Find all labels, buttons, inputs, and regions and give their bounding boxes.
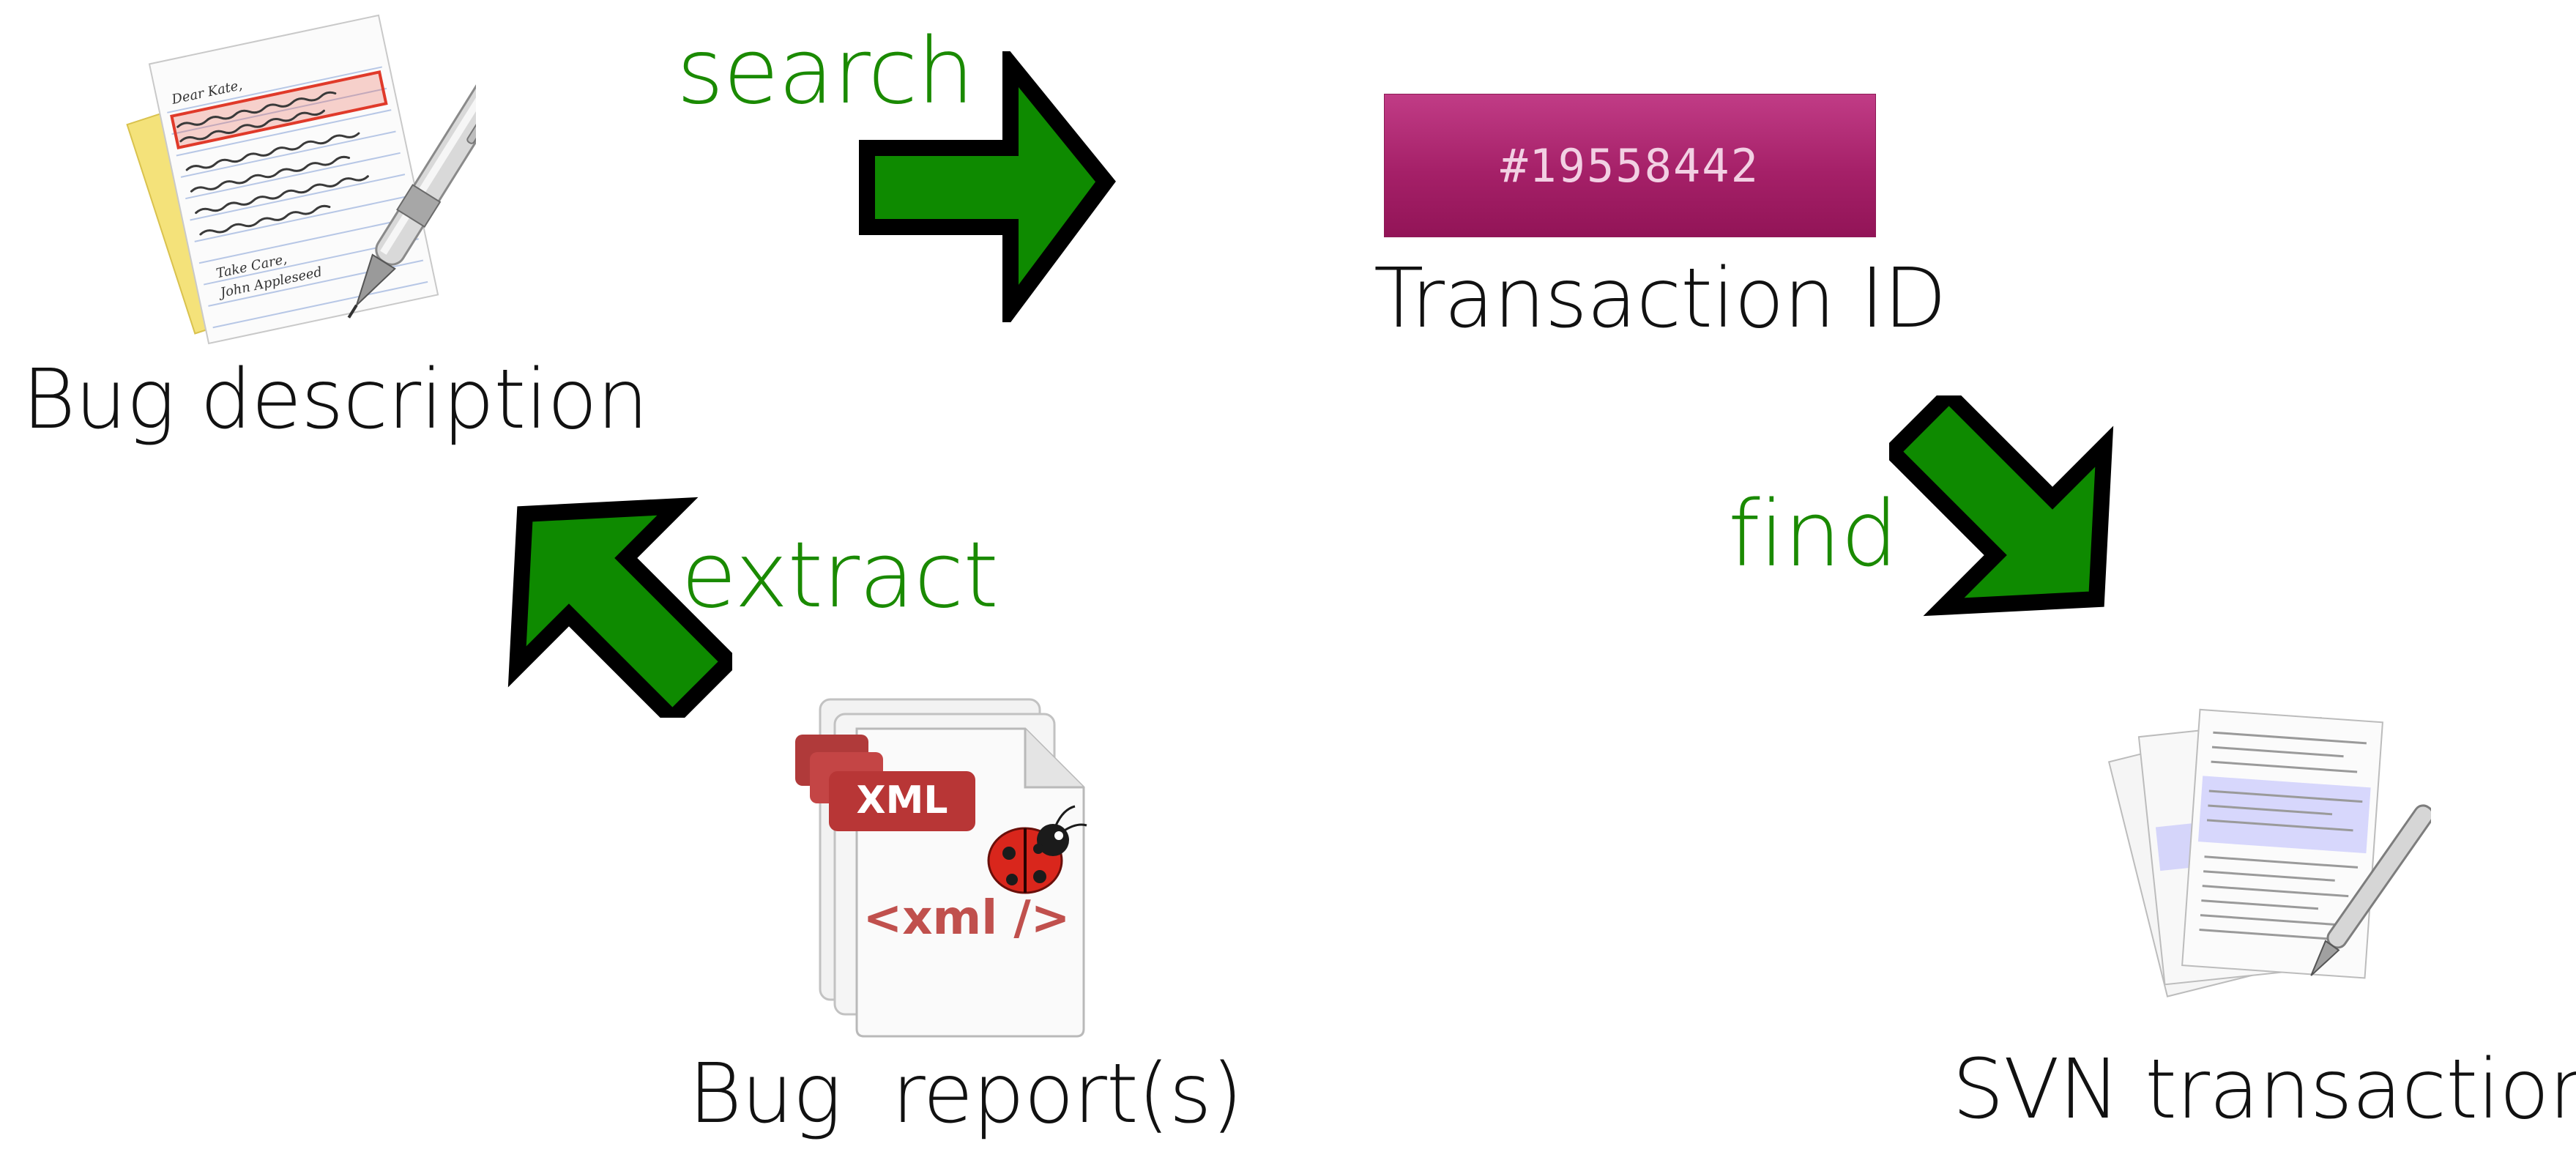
xml-bug-file-icon: XML <xml /> bbox=[795, 698, 1087, 1038]
ladybug-icon bbox=[987, 805, 1087, 894]
xml-tag-text: <xml /> bbox=[863, 891, 1071, 945]
extract-label: extract bbox=[681, 523, 999, 628]
search-label: search bbox=[677, 19, 975, 125]
extract-arrow-icon bbox=[507, 497, 732, 718]
transaction-id-value: #19558442 bbox=[1500, 138, 1760, 193]
transaction-id-box: #19558442 bbox=[1384, 94, 1876, 237]
search-arrow-icon bbox=[859, 51, 1116, 322]
svn-transactions-label: SVN transactions bbox=[1952, 1042, 2576, 1137]
bug-description-label: Bug description bbox=[22, 352, 649, 447]
xml-badge-text: XML bbox=[857, 778, 948, 822]
transaction-id-label: Transaction ID bbox=[1374, 251, 1947, 346]
find-arrow-icon bbox=[1889, 395, 2114, 617]
bug-reports-label: Bug report(s) bbox=[688, 1047, 1243, 1142]
stacked-documents-icon bbox=[2107, 708, 2431, 997]
textedit-document-icon: Dear Kate, Take Care, John Appleseed bbox=[126, 14, 476, 345]
find-label: find bbox=[1728, 482, 1898, 587]
